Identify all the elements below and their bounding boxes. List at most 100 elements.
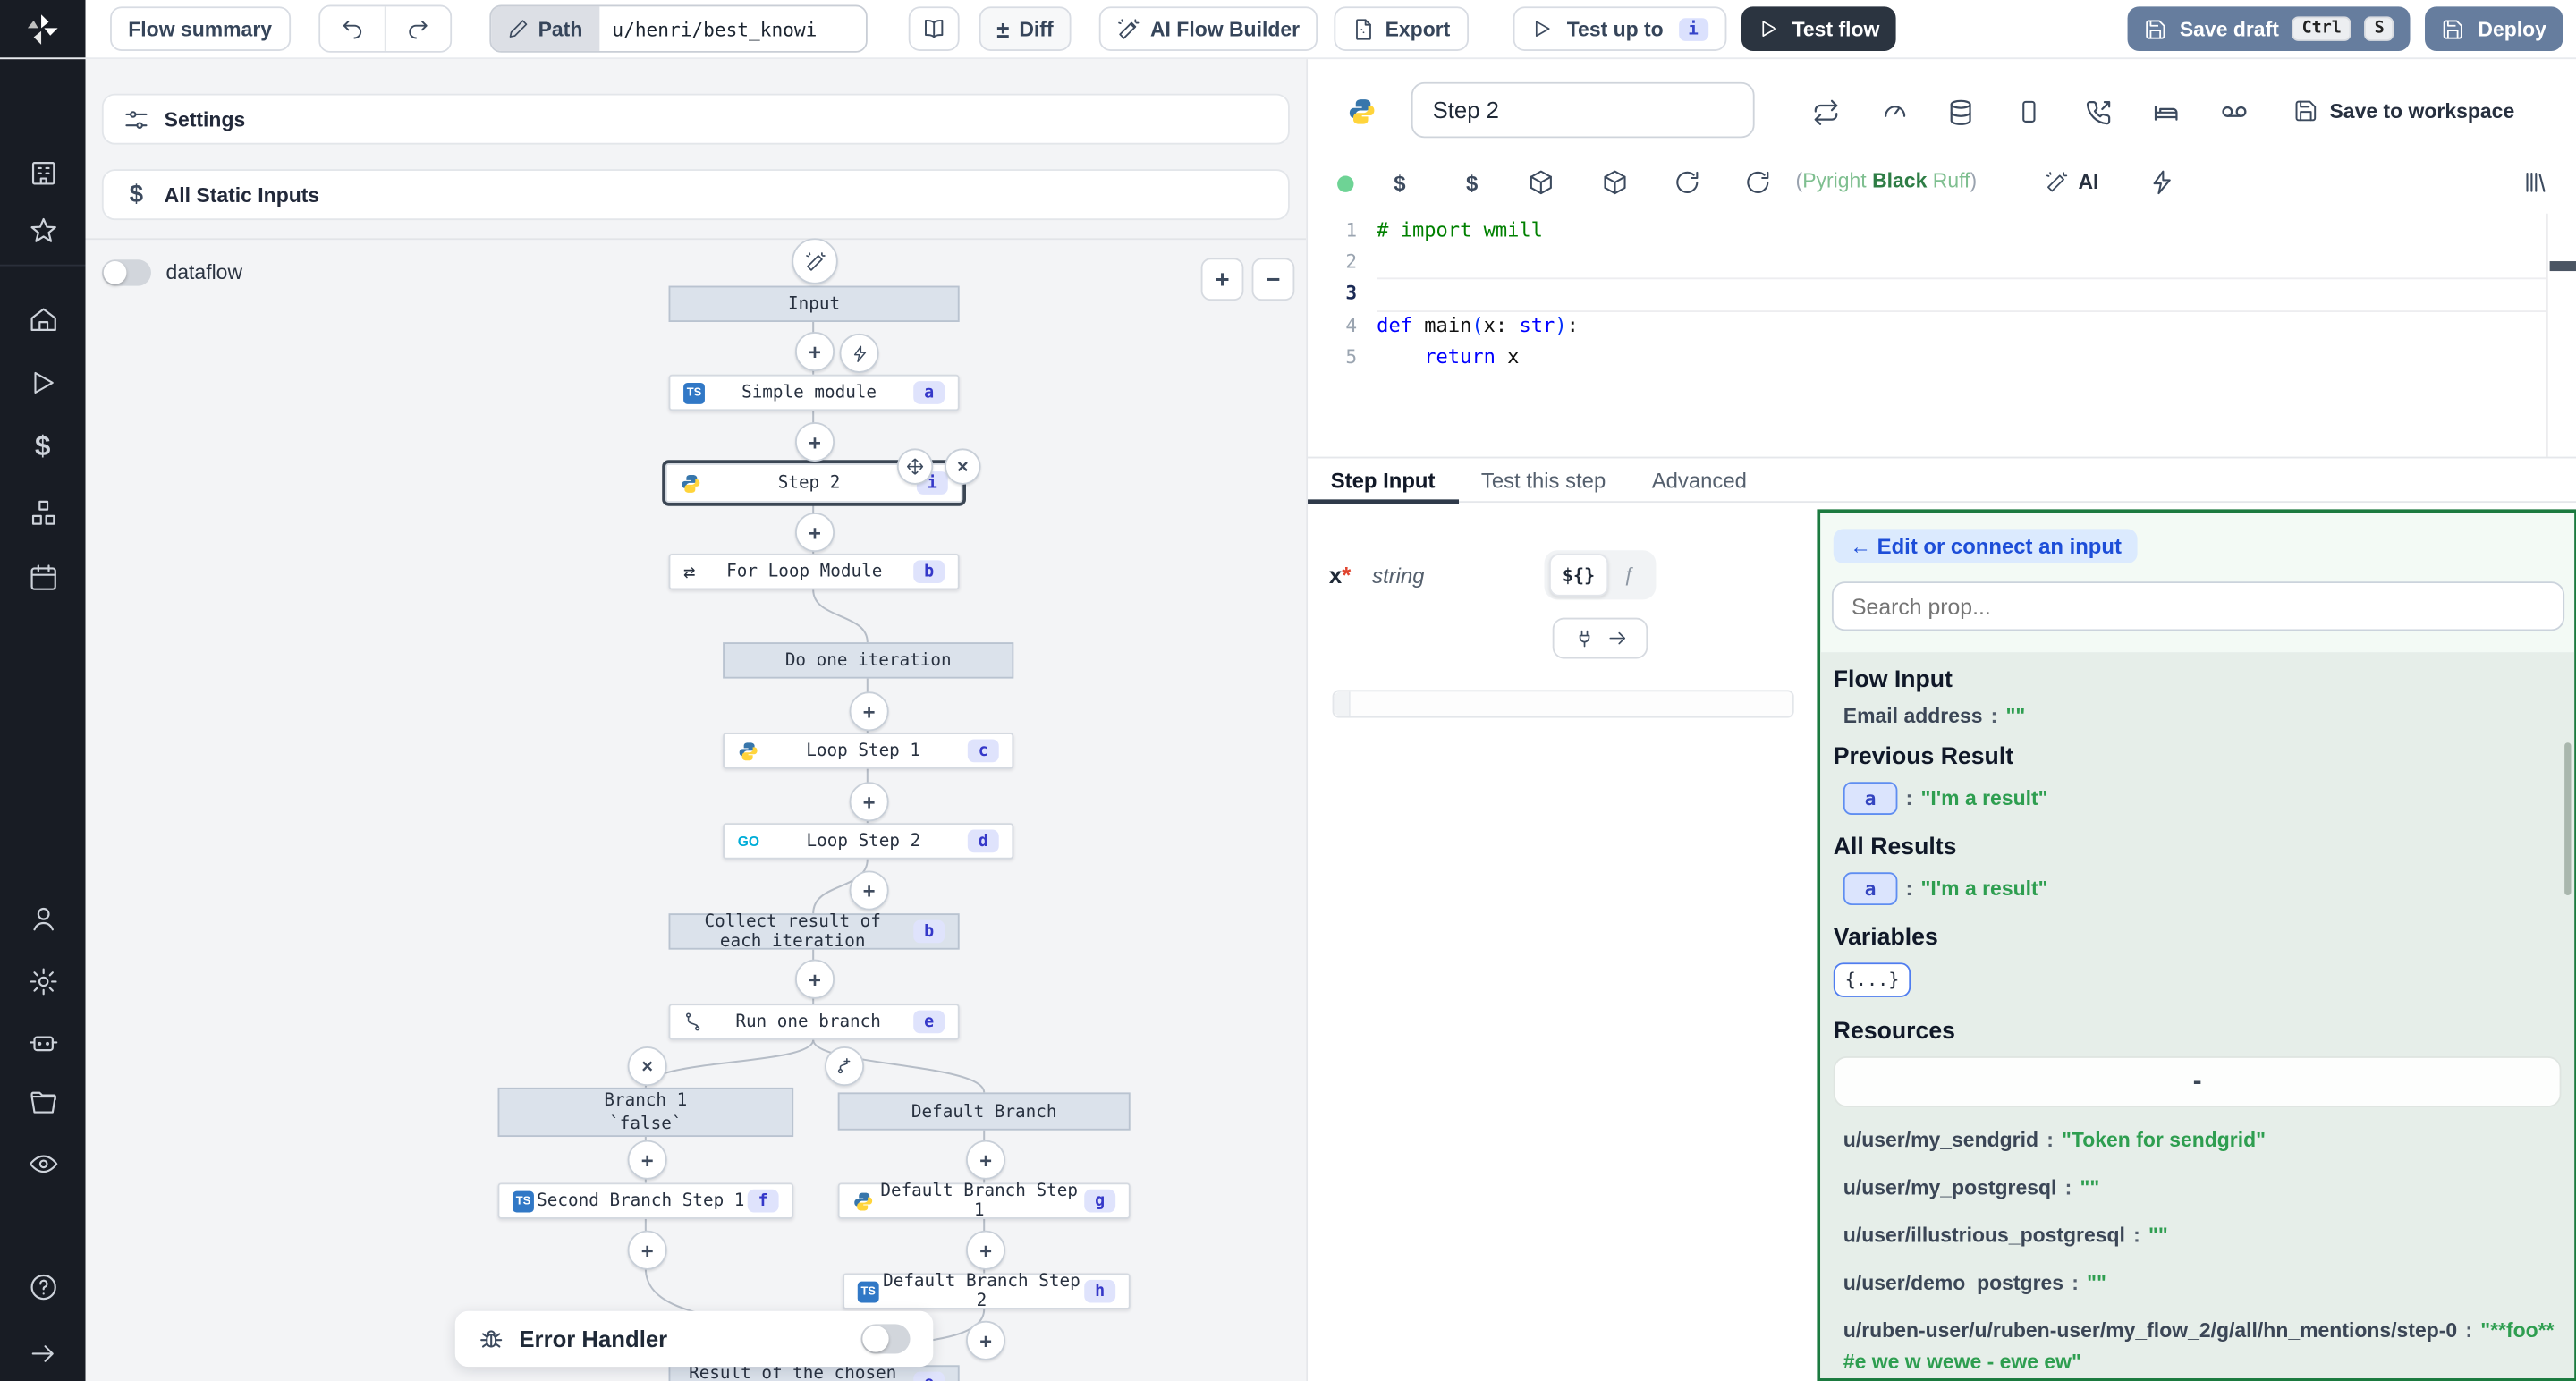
resource-row[interactable]: u/user/demo_postgres:"" (1843, 1267, 2562, 1300)
concurrency-button[interactable] (1879, 97, 1909, 126)
add-step-button[interactable]: + (628, 1231, 667, 1270)
package-button[interactable] (1526, 167, 1555, 197)
node-run-one-branch[interactable]: Run one branch e (669, 1004, 960, 1039)
add-step-button[interactable]: + (795, 513, 835, 552)
package-button[interactable] (1600, 167, 1630, 197)
cache-button[interactable] (1945, 97, 1975, 126)
tab-advanced[interactable]: Advanced (1629, 458, 1770, 503)
retries-button[interactable] (1810, 97, 1840, 126)
code-editor[interactable]: 1# import wmill 2 3 4def main(x: str): 5… (1308, 214, 2546, 457)
add-step-button[interactable]: + (850, 691, 889, 731)
editor-scrollbar[interactable] (2550, 261, 2576, 271)
add-step-button[interactable]: + (966, 1321, 1005, 1360)
resource-row[interactable]: u/user/my_postgresql:"" (1843, 1173, 2562, 1205)
error-handler-bar[interactable]: Error Handler (455, 1311, 933, 1367)
reload-button[interactable] (1673, 167, 1702, 197)
suspend-button[interactable] (2083, 97, 2113, 126)
sidebar-item-audit[interactable] (26, 1147, 59, 1180)
add-branch-button[interactable] (825, 1046, 864, 1086)
step-name-input[interactable] (1411, 82, 1755, 138)
sidebar-item-schedules[interactable] (26, 560, 59, 593)
save-draft-button[interactable]: Save draft Ctrl S (2127, 6, 2411, 51)
node-default-branch-step2[interactable]: TS Default Branch Step 2 h (843, 1273, 1130, 1309)
prop-picker-scrollbar[interactable] (2564, 742, 2571, 895)
export-button[interactable]: Export (1335, 6, 1469, 51)
diff-button[interactable]: ± Diff (979, 6, 1072, 51)
undo-button[interactable] (319, 6, 384, 51)
variables-chip[interactable]: {...} (1834, 962, 1911, 997)
redo-button[interactable] (384, 6, 449, 51)
mock-button[interactable] (2219, 97, 2249, 126)
node-for-loop[interactable]: ⇄ For Loop Module b (669, 554, 960, 589)
flow-summary-button[interactable]: Flow summary (110, 6, 290, 51)
node-default-branch[interactable]: Default Branch (838, 1092, 1131, 1130)
quick-actions-button[interactable] (2148, 167, 2177, 197)
result-key-chip[interactable]: a (1843, 782, 1898, 815)
previous-result-row[interactable]: a:"I'm a result" (1843, 782, 2562, 815)
variable-picker-button[interactable]: $ (1385, 167, 1414, 197)
add-step-button[interactable]: + (795, 332, 835, 371)
sidebar-item-users[interactable] (26, 902, 59, 935)
node-branch1[interactable]: Branch 1 `false` (498, 1088, 794, 1137)
reload-button[interactable] (1743, 167, 1773, 197)
add-step-button[interactable]: + (966, 1140, 1005, 1180)
connect-input-button[interactable] (1553, 618, 1648, 659)
add-step-button[interactable]: + (795, 422, 835, 462)
add-step-button[interactable]: + (850, 870, 889, 910)
sidebar-expand-button[interactable] (26, 1337, 59, 1370)
node-do-one-iteration[interactable]: Do one iteration (723, 642, 1013, 678)
param-value-input[interactable] (1333, 690, 1794, 717)
sidebar-item-folders[interactable] (26, 1086, 59, 1119)
node-loop-step2[interactable]: GO Loop Step 2 d (723, 823, 1013, 859)
timeout-button[interactable] (2014, 97, 2044, 126)
sidebar-item-runs[interactable] (26, 367, 59, 400)
node-loop-step1[interactable]: Loop Step 1 c (723, 733, 1013, 768)
tab-test-this-step[interactable]: Test this step (1458, 458, 1629, 503)
trigger-button[interactable] (840, 334, 879, 373)
docs-button[interactable] (908, 6, 959, 51)
add-step-button[interactable]: + (795, 960, 835, 999)
sidebar-item-favorites[interactable] (26, 214, 59, 247)
edit-or-connect-chip[interactable]: ← Edit or connect an input (1834, 529, 2139, 563)
path-input[interactable] (599, 6, 866, 51)
delete-step-button[interactable]: × (945, 448, 980, 484)
save-to-workspace-button[interactable]: Save to workspace (2293, 98, 2514, 123)
sleep-button[interactable] (2150, 97, 2180, 126)
sidebar-item-home[interactable] (26, 302, 59, 335)
node-default-branch-step1[interactable]: Default Branch Step 1 g (838, 1182, 1131, 1218)
node-simple-module[interactable]: TS Simple module a (669, 375, 960, 411)
lint-assistants-label[interactable]: (Pyright Black Ruff) (1796, 169, 1978, 192)
sidebar-item-help[interactable] (26, 1270, 59, 1303)
add-step-button[interactable]: + (966, 1231, 1005, 1270)
flow-input-row[interactable]: Email address:"" (1843, 705, 2562, 728)
path-label-chip[interactable]: Path (490, 6, 598, 51)
error-handler-toggle[interactable] (860, 1324, 910, 1353)
fn-mode-button[interactable]: ƒ (1608, 555, 1651, 595)
tab-step-input[interactable]: Step Input (1308, 458, 1458, 503)
add-step-button[interactable]: + (628, 1140, 667, 1180)
test-up-to-button[interactable]: Test up to i (1513, 6, 1726, 51)
ai-step-suggest-button[interactable] (792, 238, 837, 284)
test-flow-button[interactable]: Test flow (1741, 6, 1896, 51)
sidebar-item-settings[interactable] (26, 964, 59, 997)
dataflow-toggle[interactable] (102, 259, 151, 285)
windmill-logo[interactable] (0, 0, 86, 57)
template-mode-button[interactable]: ${} (1549, 554, 1608, 597)
node-second-branch-step1[interactable]: TS Second Branch Step 1 f (498, 1182, 794, 1218)
variables-row[interactable]: {...} (1834, 962, 2562, 997)
node-branch-result[interactable]: Result of the chosen branch e (669, 1365, 960, 1381)
sidebar-item-ai[interactable] (26, 1025, 59, 1058)
ai-flow-builder-button[interactable]: AI Flow Builder (1099, 6, 1318, 51)
all-results-row[interactable]: a:"I'm a result" (1843, 872, 2562, 905)
result-key-chip[interactable]: a (1843, 872, 1898, 905)
node-input[interactable]: Input (669, 286, 960, 322)
add-step-button[interactable]: + (850, 782, 889, 821)
resource-row[interactable]: u/user/my_sendgrid:"Token for sendgrid" (1843, 1125, 2562, 1157)
move-step-handle[interactable] (897, 448, 933, 484)
deploy-button[interactable]: Deploy (2426, 6, 2563, 51)
sidebar-item-workspace[interactable] (26, 156, 59, 189)
resource-row[interactable]: u/user/illustrious_postgresql:"" (1843, 1220, 2562, 1252)
library-panel-button[interactable] (2521, 167, 2550, 197)
ai-assistant-button[interactable]: AI (2046, 167, 2099, 197)
remove-branch-button[interactable]: × (628, 1046, 667, 1086)
